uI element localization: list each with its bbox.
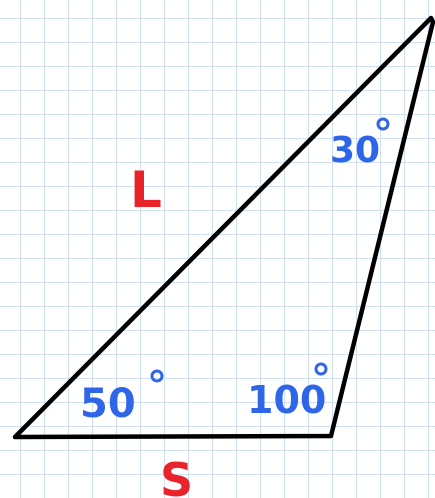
degree-symbol-icon <box>376 117 390 131</box>
side-label-long: L <box>130 161 162 219</box>
angle-value-100: 100 <box>247 378 326 422</box>
degree-symbol-icon <box>314 362 328 376</box>
angle-label-bottom-right: 100 <box>247 362 328 422</box>
degree-symbol-icon <box>150 369 164 383</box>
triangle-outline <box>12 15 435 440</box>
angle-value-50: 50 <box>80 381 136 427</box>
angle-label-bottom-left: 50 <box>80 369 164 427</box>
angle-label-top-right: 30 <box>330 117 390 171</box>
angle-value-30: 30 <box>330 130 380 171</box>
side-label-short: S <box>160 453 193 498</box>
